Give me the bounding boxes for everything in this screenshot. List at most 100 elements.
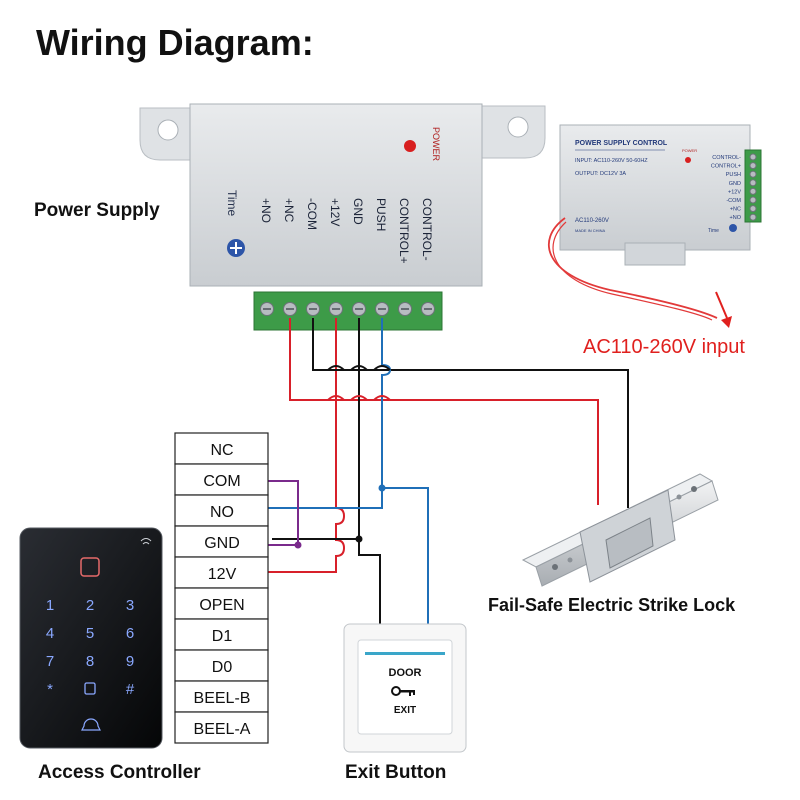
keypad-key-label: 5 xyxy=(86,625,94,642)
access-controller-label: Access Controller xyxy=(38,762,201,783)
keypad-key[interactable]: 1 xyxy=(46,597,54,614)
small-terminal-label: CONTROL+ xyxy=(711,164,741,170)
time-label: Time xyxy=(225,190,239,217)
small-ps-made-in: MADE IN CHINA xyxy=(575,228,606,233)
keypad-key-label: 4 xyxy=(46,625,54,642)
terminal-screw-icon xyxy=(749,153,757,161)
terminal-label: PUSH xyxy=(374,198,388,231)
exit-plate-line1: DOOR xyxy=(389,667,422,679)
page-title: Wiring Diagram: xyxy=(36,22,314,63)
terminal-label: -COM xyxy=(305,198,319,230)
keypad-key[interactable]: 0 xyxy=(84,681,96,698)
keypad-key[interactable]: 8 xyxy=(86,653,94,670)
controller-terminal-label: BEEL-B xyxy=(194,690,251,707)
controller-terminal-label: NO xyxy=(210,504,234,521)
power-led-icon xyxy=(404,140,416,152)
controller-terminal-label: GND xyxy=(204,535,240,552)
junction-dot xyxy=(378,484,386,492)
keypad-key-label: # xyxy=(126,681,135,698)
terminal-label: CONTROL- xyxy=(420,198,434,261)
controller-terminal-row: NO xyxy=(174,494,269,527)
terminal-screw-icon xyxy=(749,187,757,195)
terminal-screw-icon xyxy=(749,196,757,204)
controller-terminal-row: BEEL-B xyxy=(174,680,269,713)
terminal-screw-icon xyxy=(260,302,274,316)
keypad-key[interactable]: 5 xyxy=(86,625,94,642)
small-terminal-label: +NO xyxy=(730,215,742,221)
terminal-screw-icon xyxy=(749,162,757,170)
wifi-icon xyxy=(140,538,152,545)
keypad-key-label: 2 xyxy=(86,597,94,614)
small-ps-time-label: Time xyxy=(708,228,719,234)
keypad: 1 2 3 4 5 6 7 8 9 * 0 # xyxy=(19,527,163,749)
controller-terminal-row: BEEL-A xyxy=(174,711,269,744)
terminal-screw-icon xyxy=(398,302,412,316)
terminal-label: GND xyxy=(351,198,365,225)
key-icon xyxy=(391,686,415,696)
electric-strike-lock xyxy=(521,473,719,587)
keypad-key[interactable]: # xyxy=(126,681,135,698)
exit-button-label: Exit Button xyxy=(345,762,447,783)
keypad-key[interactable]: 2 xyxy=(86,597,94,614)
terminal-screw-icon xyxy=(329,302,343,316)
keypad-key[interactable]: 9 xyxy=(126,653,134,670)
controller-terminal-label: D0 xyxy=(212,659,233,676)
keypad-key[interactable]: * xyxy=(47,681,53,698)
controller-terminal-label: COM xyxy=(203,473,240,490)
keypad-key[interactable]: 4 xyxy=(46,625,54,642)
controller-terminal-label: NC xyxy=(210,442,233,459)
controller-terminal-row: NC xyxy=(174,432,269,465)
exit-plate-line2: EXIT xyxy=(394,705,416,716)
keypad-key-label: 3 xyxy=(126,597,134,614)
power-supply-label: Power Supply xyxy=(34,200,160,221)
keypad-key[interactable]: 6 xyxy=(126,625,134,642)
small-ps-output: OUTPUT: DC12V 3A xyxy=(575,171,626,177)
controller-terminal-row: D0 xyxy=(174,649,269,682)
keypad-key[interactable]: 3 xyxy=(126,597,134,614)
controller-terminal-row: OPEN xyxy=(174,587,269,620)
lock-label: Fail-Safe Electric Strike Lock xyxy=(488,595,736,615)
small-terminal-label: PUSH xyxy=(726,172,741,178)
terminal-block xyxy=(253,291,443,331)
terminal-screw-icon xyxy=(749,170,757,178)
ac-input-label: AC110-260V input xyxy=(583,336,745,358)
terminal-screw-icon xyxy=(749,213,757,221)
small-terminal-label: +12V xyxy=(728,189,741,195)
keypad-key-label: 7 xyxy=(46,653,54,670)
terminal-label: +12V xyxy=(328,198,342,226)
controller-terminal-row: COM xyxy=(174,463,269,496)
small-terminal-label: +NC xyxy=(730,207,741,213)
junction-dot xyxy=(355,535,363,543)
keypad-key-label: 9 xyxy=(126,653,134,670)
small-ps-model: AC110-260V xyxy=(575,218,609,224)
card-reader-icon xyxy=(80,557,100,577)
controller-terminal-label: 12V xyxy=(208,566,237,583)
exit-button[interactable]: DOOR EXIT xyxy=(343,623,467,753)
terminal-screw-icon xyxy=(375,302,389,316)
small-terminal-label: -COM xyxy=(726,198,741,204)
controller-terminal-row: 12V xyxy=(174,556,269,589)
keypad-key-label: * xyxy=(47,681,53,698)
terminal-screw-icon xyxy=(306,302,320,316)
keypad-key-label: 1 xyxy=(46,597,54,614)
controller-terminal-label: OPEN xyxy=(199,597,244,614)
controller-terminal-row: D1 xyxy=(174,618,269,651)
terminal-screw-icon xyxy=(352,302,366,316)
keypad-key[interactable]: 7 xyxy=(46,653,54,670)
arrow-icon xyxy=(721,316,732,328)
terminal-screw-icon xyxy=(749,179,757,187)
terminal-label: +NO xyxy=(259,198,273,223)
small-power-supply: POWER SUPPLY CONTROL INPUT: AC110-260V 5… xyxy=(547,124,762,328)
terminal-screw-icon xyxy=(749,205,757,213)
terminal-screw-icon xyxy=(421,302,435,316)
junction-dot xyxy=(294,541,302,549)
small-terminal-label: GND xyxy=(729,181,741,187)
power-led-label: POWER xyxy=(431,127,441,162)
bell-icon[interactable] xyxy=(81,718,101,731)
keypad-key-label: 6 xyxy=(126,625,134,642)
terminal-screw-icon xyxy=(283,302,297,316)
controller-terminal-label: BEEL-A xyxy=(194,721,251,738)
